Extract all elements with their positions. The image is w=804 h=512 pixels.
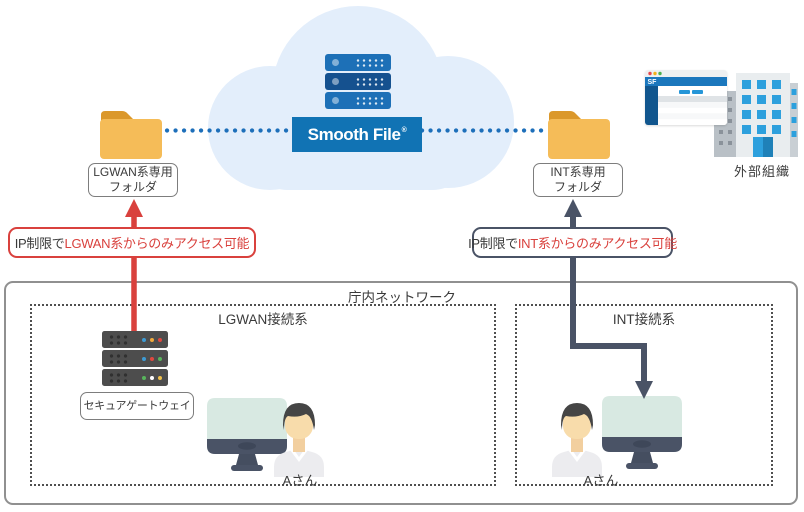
callout-highlight: INT系からのみアクセス可能 <box>517 236 677 251</box>
office-network-title: 庁内ネットワーク <box>348 290 456 305</box>
server-vents <box>355 58 384 68</box>
smoothfile-logo: Smooth File® <box>292 117 422 152</box>
server-knob <box>332 97 339 104</box>
server-vents <box>108 353 128 364</box>
lgwan-folder-icon <box>100 111 162 159</box>
cloud-server-unit <box>325 73 391 90</box>
server-knob <box>332 78 339 85</box>
led-indicator <box>142 375 146 380</box>
lgwan-folder-label-line1: LGWAN系専用 <box>93 164 173 179</box>
cloud-server-unit <box>325 92 391 109</box>
int-user-monitor-icon <box>602 396 682 469</box>
server-vents <box>108 372 128 383</box>
led-indicator <box>142 356 146 361</box>
building-icon <box>714 73 798 157</box>
led-indicator <box>150 375 154 380</box>
cloud-server-unit <box>325 54 391 71</box>
int-user-person-icon <box>552 403 602 477</box>
led-indicator <box>142 337 146 342</box>
led-indicator <box>150 337 154 342</box>
gateway-server-unit <box>102 369 168 386</box>
callout-prefix: IP制限で <box>468 236 518 251</box>
server-vents <box>355 96 384 106</box>
browser-window-icon: SF <box>645 70 727 125</box>
smoothfile-logo-text: Smooth File <box>307 124 401 144</box>
server-knob <box>332 59 339 66</box>
lgwan-user-person-icon <box>274 403 324 477</box>
led-indicator <box>158 356 162 361</box>
lgwan-folder-label-line2: フォルダ <box>108 180 157 194</box>
lgwan-zone-title: LGWAN接続系 <box>218 312 308 327</box>
int-folder-label: INT系専用 フォルダ <box>533 163 623 197</box>
server-vents <box>355 77 384 87</box>
external-org-label: 外部組織 <box>733 164 790 179</box>
led-indicator <box>150 356 154 361</box>
led-indicator <box>158 337 162 342</box>
lgwan-zone-box <box>30 304 496 486</box>
int-zone-title: INT接続系 <box>612 312 676 327</box>
browser-badge-text: SF <box>648 79 658 86</box>
callout-prefix: IP制限で <box>14 236 65 251</box>
lgwan-folder-label: LGWAN系専用 フォルダ <box>88 163 178 197</box>
int-folder-icon <box>548 111 610 159</box>
server-vents <box>108 334 128 345</box>
int-folder-label-line1: INT系専用 <box>550 164 606 179</box>
led-indicator <box>158 375 162 380</box>
lgwan-user-monitor-icon <box>207 398 287 471</box>
int-folder-label-line2: フォルダ <box>553 180 602 194</box>
secure-gateway-label: セキュアゲートウェイ <box>80 392 194 420</box>
callout-highlight: LGWAN系からのみアクセス可能 <box>64 236 250 251</box>
gateway-server-unit <box>102 350 168 367</box>
trademark-mark: ® <box>401 127 407 134</box>
int-user-label: Aさん <box>583 473 619 488</box>
secure-gateway-server-icon <box>102 331 168 388</box>
gateway-server-unit <box>102 331 168 348</box>
lgwan-user-label: Aさん <box>282 473 318 488</box>
cloud-server-icon <box>325 54 391 111</box>
